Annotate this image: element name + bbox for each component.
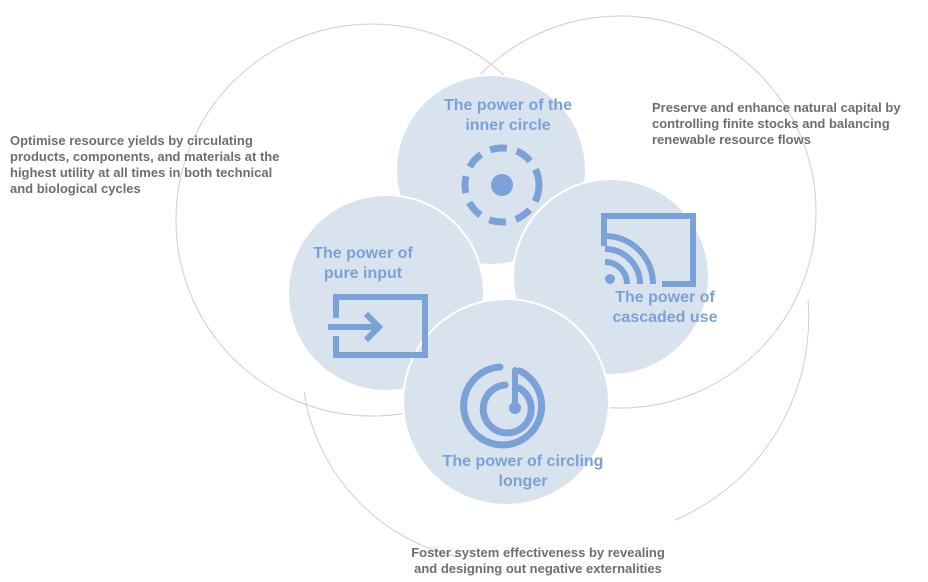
outer-circle-bottom-arc xyxy=(303,391,459,558)
principle-left-text: Optimise resource yields by circulating … xyxy=(10,133,280,196)
outer-circle-bottom-arc-right xyxy=(674,299,810,521)
inner-circle-right-label: The power of cascaded use xyxy=(612,289,718,326)
radar-spiral-icon xyxy=(460,363,546,449)
target-dashed-icon xyxy=(461,144,543,226)
principle-bottom-text: Foster system effectiveness by revealing… xyxy=(411,545,665,576)
inner-circle-bottom-label: The power of circling longer xyxy=(442,453,604,490)
input-arrow-icon xyxy=(328,294,428,358)
inner-circle-left-label: The power of pure input xyxy=(313,245,413,282)
inner-circle-bottom xyxy=(402,298,610,506)
cast-signal-icon xyxy=(601,213,696,287)
inner-circle-top-label: The power of the inner circle xyxy=(444,97,572,134)
principle-right-text: Preserve and enhance natural capital by … xyxy=(652,100,901,147)
